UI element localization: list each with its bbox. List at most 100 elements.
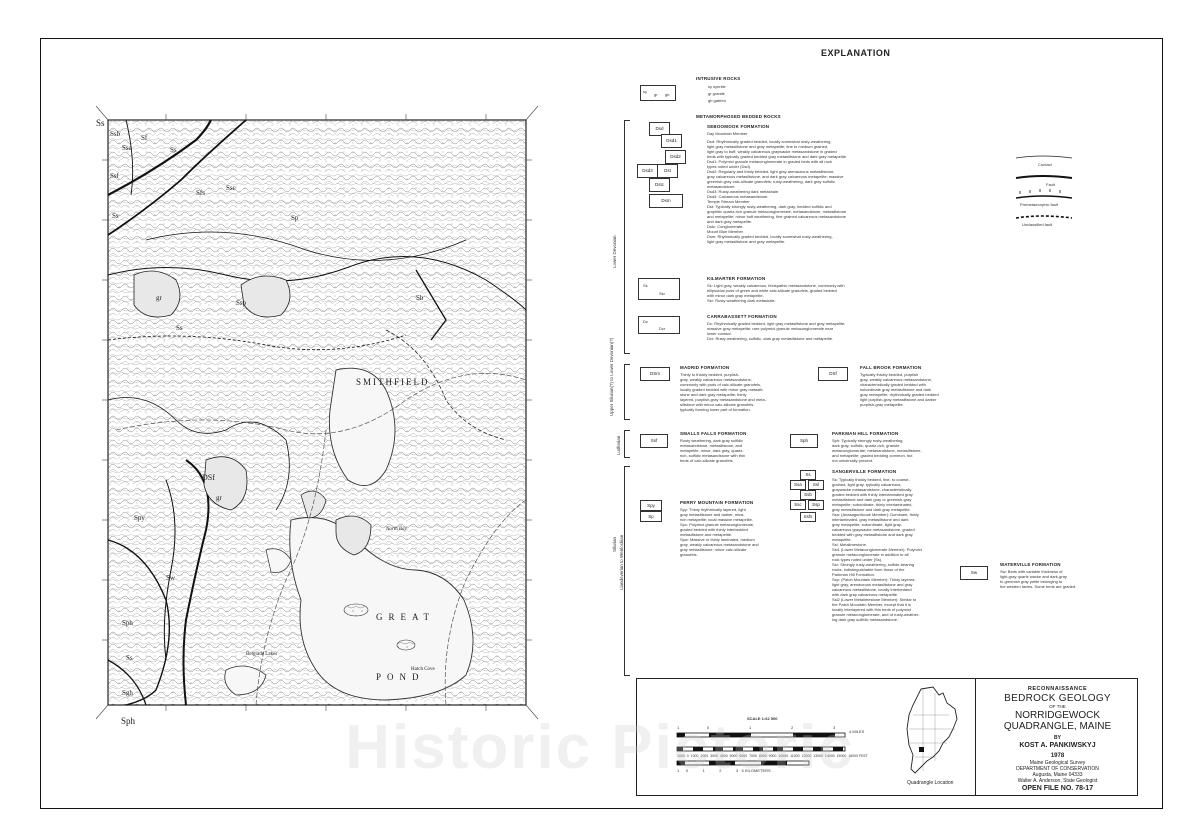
legend-line: types noted under (Dsd).	[707, 164, 752, 169]
legend-line: Ssl1 (Lower Metaconglomerate Member): Po…	[832, 547, 922, 552]
legend-line: metasandstone, metasiltstone, and	[680, 443, 743, 448]
legend-madrid-header: MADRID FORMATION	[680, 365, 730, 370]
line-symbols-legend: Contact Fault Premetamorphic fault Uncla…	[1012, 150, 1076, 230]
map-town-label: SMITHFIELD	[356, 377, 430, 387]
legend-line: Ssl: Metalimestone.	[832, 542, 867, 547]
legend-sangerville-text: Ss: Typically thickly bedded, fine- to c…	[832, 477, 972, 622]
legend-line: Spw: Massive or thinly laminated, medium	[680, 537, 755, 542]
legend-line: calcareous metasiltstone, locally interb…	[832, 587, 912, 592]
legend-seboomook-header: SEBOOMOOK FORMATION	[707, 124, 770, 129]
legend-line: graywacke metasandstone, characteristica…	[832, 487, 912, 492]
legend-line: metapelite.	[832, 537, 852, 542]
map-unit-label: gr	[156, 294, 163, 302]
legend-line: purplish-gray metapelite.	[860, 402, 904, 407]
map-cove-label: Hatch Cove	[411, 667, 436, 672]
legend-line: Typically thickly bedded, purplish	[860, 372, 919, 377]
scale-mile-tick: 2	[791, 725, 794, 730]
map-unit-label: Ss	[176, 324, 183, 332]
title-year: 1978	[1050, 753, 1065, 759]
legend-line: light gray to buff, weakly calcareous gr…	[707, 149, 837, 154]
line-symbols-svg	[1015, 155, 1073, 219]
legend-line: Skr: Rusty weathering dark metashale.	[707, 298, 776, 303]
legend-line: Dst: Typically strongly rusty-weathering…	[707, 204, 832, 209]
scale-feet-tick: 8000	[758, 754, 767, 758]
age-bracket	[624, 364, 630, 420]
geologic-map-panel[interactable]: Ss Sph Ssb Ssa Sf Ss Ssf gr Ss Sfs Ssp S…	[86, 100, 556, 728]
title-of-the: OF THE	[1049, 704, 1066, 709]
legend-line: light-gray quartz wacke and dark-gray	[1000, 574, 1067, 579]
legend-line: Spc: Polymict granule metaconglomerate,	[680, 522, 755, 527]
unit-symbol: Dsd1	[661, 134, 682, 148]
legend-line: Sph: Typically strongly rusty-weathering…	[832, 438, 904, 443]
legend-line: gray metasiltstone; minor calc-silicate	[680, 547, 747, 552]
scale-mile-tick: 0	[707, 725, 710, 730]
title-open-file: OPEN FILE NO. 78-17	[1021, 785, 1094, 792]
scale-feet-tick: 9000	[768, 754, 777, 758]
great-pond-lake	[289, 517, 474, 701]
legend-line: Dsd3: Rusty-weathering dark metashale.	[707, 189, 780, 194]
legend-line: the western facies. Some beds are graded…	[1000, 584, 1077, 589]
scale-km-ticks: 1 0 1 2 3 5 KILOMETERS	[677, 768, 877, 773]
legend-line: light purplish-gray metasiltstone and da…	[860, 397, 937, 402]
map-unit-label: Ssb	[110, 130, 121, 138]
scale-km-tick: 1	[677, 768, 680, 773]
scale-feet-tick: 12000	[801, 754, 812, 758]
title-agency-1: Maine Geological Survey	[1029, 760, 1086, 766]
title-line-1: BEDROCK GEOLOGY	[1004, 693, 1111, 704]
map-unit-label: Sph	[122, 619, 133, 627]
perry-mountain-symbol-stack: Spy Sp	[640, 500, 664, 524]
island	[343, 603, 369, 617]
intrusive-bodies	[133, 270, 372, 556]
map-unit-label: Sp	[291, 214, 299, 222]
seboomook-symbol-stack: Dsd Dsd1 Dsd2 Dsd3 Dst Dstc Dsm	[635, 122, 690, 208]
scale-feet-tick: 5000	[729, 754, 738, 758]
geologic-map[interactable]: Ss Sph Ssb Ssa Sf Ss Ssf gr Ss Sfs Ssp S…	[86, 100, 556, 728]
legend-line: Ss: Typically thickly bedded, fine- to c…	[832, 477, 910, 482]
legend-line: gray, weakly calcareous metasandstone,	[860, 377, 932, 382]
map-place-label: North Bay	[385, 527, 407, 532]
legend-line: metapelite; subordinate, thinly interlam…	[832, 502, 913, 507]
map-corner-label-sph: Sph	[121, 716, 136, 726]
kilmarter-symbol-box: Sk Skr	[638, 278, 680, 300]
legend-kilmarter-header: KILMARTER FORMATION	[707, 276, 766, 281]
legend-line: layered, purplish-gray metasandstone and…	[680, 397, 767, 402]
unit-symbol: Spy	[640, 500, 662, 511]
scale-km-tick: 3	[735, 768, 739, 773]
symbol-label: Dc	[643, 319, 648, 324]
carrabassett-symbol-box: Dc Dcr	[638, 316, 680, 334]
map-unit-label: Spy	[134, 514, 145, 522]
scale-feet-tick: 2000	[700, 754, 709, 758]
legend-line: Spy: Thinly rhythmically layered, light	[680, 507, 746, 512]
scale-miles-label: 4 MILES	[849, 729, 865, 734]
map-labels: Ss Sph Ssb Ssa Sf Ss Ssf gr Ss Sfs Ssp S…	[96, 118, 436, 726]
scale-mile-tick: 3	[833, 725, 836, 730]
legend-line: bedded with gray metasiltstone and dark …	[832, 532, 913, 537]
legend-metamorphosed-header: METAMORPHOSED BEDDED ROCKS	[696, 114, 781, 119]
island	[396, 639, 416, 651]
legend-line: locally interlayered with thin beds of p…	[832, 607, 911, 612]
scale-feet-tick: 4000	[719, 754, 728, 758]
map-unit-label: Sgh	[122, 689, 133, 697]
legend-line: gray metasiltstone and darker, mica-	[680, 512, 745, 517]
legend-line: Dcr: Rusty-weathering, sulfidic, dark gr…	[707, 336, 834, 341]
scale-feet-tick: 15000	[836, 754, 847, 758]
line-symbol-label: Contact	[1038, 162, 1052, 167]
legend-line: not universally present.	[832, 458, 874, 463]
scale-feet-tick: 1000	[677, 754, 685, 758]
scale-feet-tick: 10000	[778, 754, 789, 758]
legend-line: metasandstone.	[707, 184, 736, 189]
legend-line: with minor dark gray metapelite.	[707, 293, 764, 298]
legend-line: light gray metasiltstone and gray metape…	[707, 144, 829, 149]
legend-line: Sw: Beds with variable thickness of	[1000, 569, 1063, 574]
scale-label: SCALE 1:62 500	[747, 716, 778, 721]
legend-line: interlaminated, gray metasiltstone and d…	[832, 517, 909, 522]
symbol-label: gb	[665, 92, 670, 97]
legend-perry-mountain-text: Spy: Thinly rhythmically layered, light …	[680, 507, 810, 557]
legend-line: and metapelite; minor buff weathering, f…	[707, 214, 846, 219]
legend-line: Dsd2: Regularly and thinly bedded, light…	[707, 169, 835, 174]
title-line-2: NORRIDGEWOCK	[1015, 710, 1100, 721]
legend-line: locally graded bedded with minor gray me…	[680, 387, 764, 392]
legend-line: Dsm: Rhythmically graded bedded, locally…	[707, 234, 833, 239]
legend-line: Dstc: Conglomerate.	[707, 224, 744, 229]
unit-symbol-parkman-hill: Sph	[790, 434, 818, 448]
